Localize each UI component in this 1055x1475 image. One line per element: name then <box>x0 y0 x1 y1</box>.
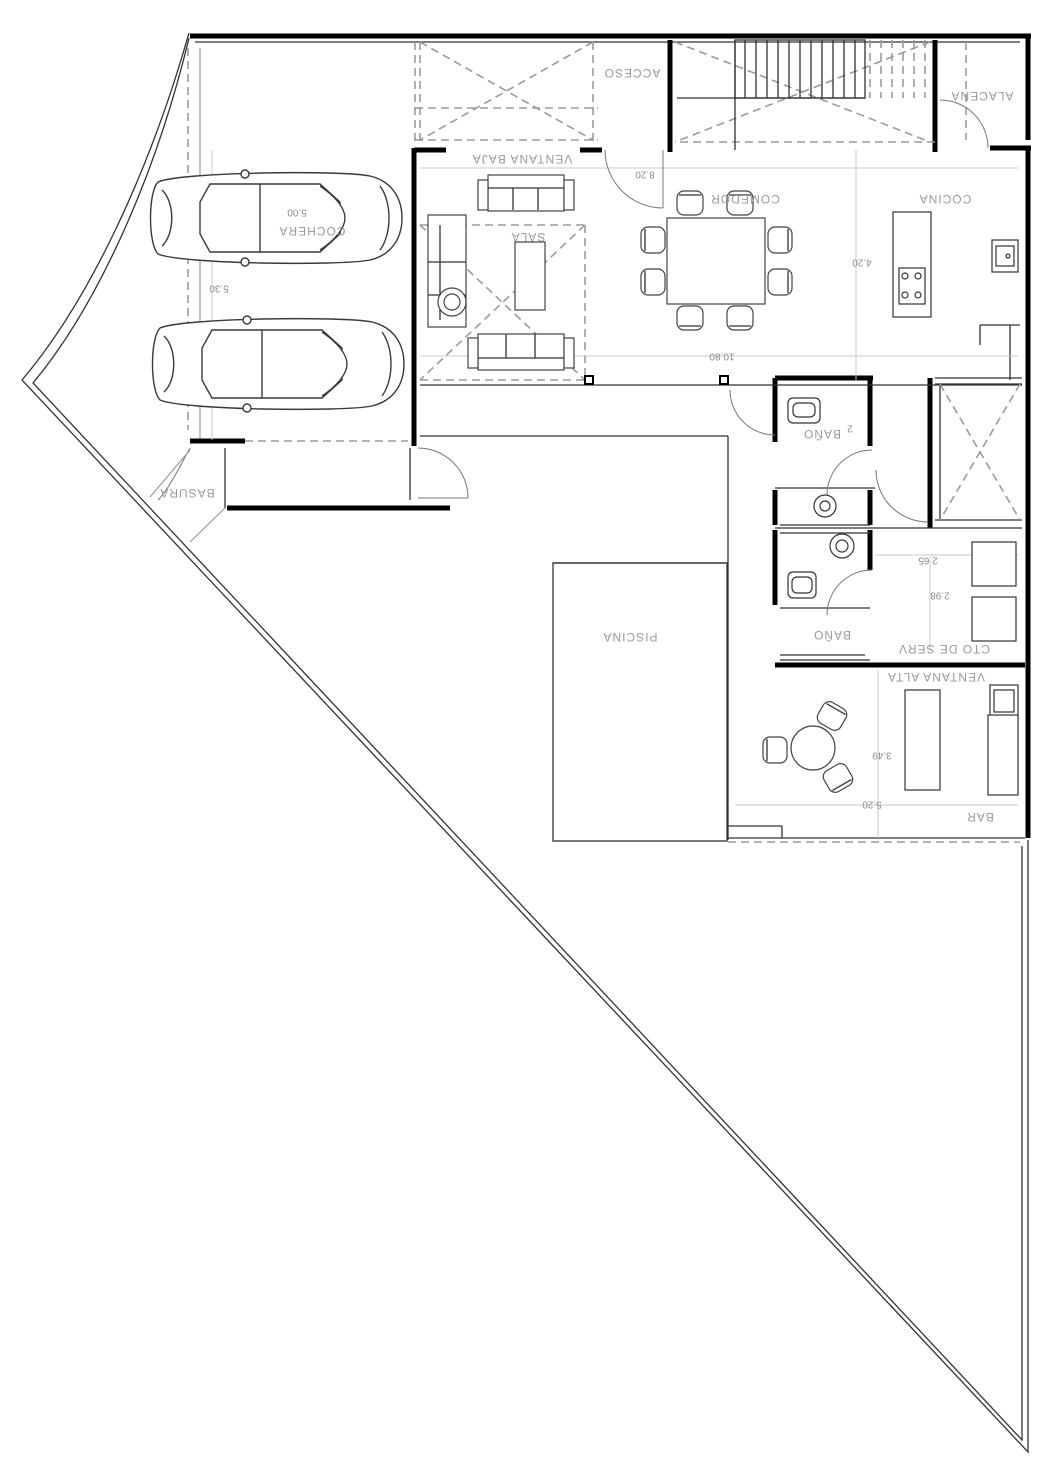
dimension-labels: 8.20 5.00 5.30 4.20 10.80 2 2.65 2.98 3.… <box>209 168 950 809</box>
dim-2: 2 <box>847 422 853 433</box>
living-set <box>427 174 575 371</box>
chair-seat <box>676 305 704 331</box>
label-acceso: ACCESO <box>604 66 661 80</box>
columns <box>584 375 729 385</box>
stairs <box>677 39 926 150</box>
dining-chair <box>767 226 793 254</box>
dim-298: 2.98 <box>930 589 950 600</box>
lot-boundary <box>21 32 1029 1454</box>
chair-seat <box>767 226 793 254</box>
chair-seat <box>640 226 666 254</box>
chair-seat <box>767 268 793 296</box>
dim-420: 4.20 <box>852 256 872 267</box>
bar-chair <box>816 701 848 731</box>
label-ventana-baja: VENTANA BAJA <box>472 152 572 166</box>
dining-chair <box>640 226 666 254</box>
label-bano-2: BAÑO <box>813 628 851 642</box>
chair-back <box>826 703 846 716</box>
chair-seat <box>640 268 666 296</box>
room-labels: ACCESO VENTANA BAJA COMEDOR COCINA SALA … <box>159 66 1013 824</box>
label-sala: SALA <box>511 230 546 244</box>
label-basura: BASURA <box>159 486 214 500</box>
dining-set <box>640 190 793 331</box>
dining-chair <box>676 190 704 216</box>
dim-520: 5.20 <box>862 798 882 809</box>
chair-back <box>832 778 852 791</box>
label-cocina: COCINA <box>919 192 972 206</box>
dim-820: 8.20 <box>635 168 655 179</box>
dim-349: 3.49 <box>872 749 892 760</box>
chair-seat <box>816 701 848 731</box>
chair-seat <box>676 190 704 216</box>
label-alacena: ALACENA <box>950 89 1013 103</box>
walls <box>190 33 1031 838</box>
car-2 <box>151 315 405 413</box>
chair-seat <box>822 763 854 793</box>
chair-seat <box>726 190 754 216</box>
dining-chair <box>767 268 793 296</box>
car-1 <box>149 169 403 267</box>
bar-chair <box>762 736 788 764</box>
label-cto-serv: CTO DE SERV <box>898 642 990 656</box>
bar-table-set <box>762 701 854 793</box>
label-bar: BAR <box>966 810 994 824</box>
dining-chair <box>640 268 666 296</box>
dim-1080: 10.80 <box>709 350 734 361</box>
overhead-dashed <box>187 41 1021 843</box>
label-cochera: COCHERA <box>278 224 345 238</box>
chair-seat <box>726 305 754 331</box>
chair-seat <box>762 736 788 764</box>
label-ventana-alta: VENTANA ALTA <box>887 670 985 684</box>
kitchen <box>892 211 1019 796</box>
dining-chair <box>726 190 754 216</box>
label-comedor: COMEDOR <box>710 192 780 206</box>
bar-chair <box>822 763 854 793</box>
label-bano-1: BAÑO <box>803 427 841 441</box>
dining-chair <box>726 305 754 331</box>
label-piscina: PISCINA <box>602 630 657 644</box>
bathroom-fixtures <box>787 397 1017 642</box>
dim-265: 2.65 <box>918 554 938 565</box>
dim-500: 5.00 <box>287 206 307 217</box>
dining-chair <box>676 305 704 331</box>
door-swings <box>149 99 989 616</box>
dim-530: 5.30 <box>209 282 229 293</box>
